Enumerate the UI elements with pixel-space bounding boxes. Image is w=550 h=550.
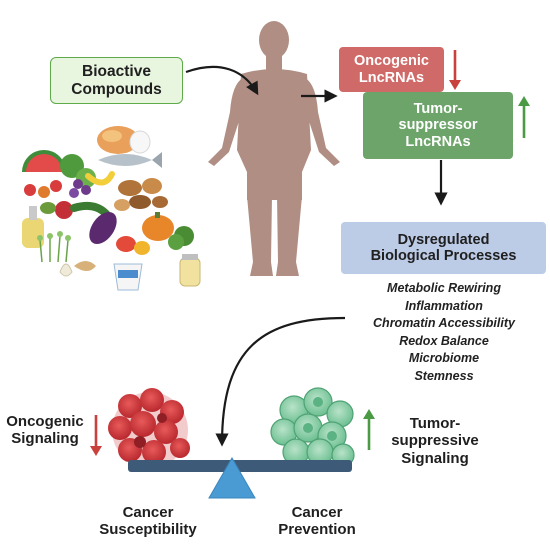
process-item: Redox Balance <box>399 333 489 348</box>
balance-beam <box>128 460 352 472</box>
oncogenic-lncrna-line2: LncRNAs <box>358 69 425 86</box>
human-figure-icon <box>208 21 340 276</box>
arrow-bioactive-to-human <box>185 65 259 96</box>
tumor-signaling-line3: Signaling <box>401 449 469 467</box>
tumor-lncrna-line3: LncRNAs <box>405 133 471 150</box>
oncogenic-lncrna-box: Oncogenic LncRNAs <box>339 47 444 92</box>
tumor-suppressive-signaling-label: Tumor- suppressive Signaling <box>380 415 490 467</box>
cancer-susceptibility-line1: Cancer <box>122 504 174 521</box>
cancer-susceptibility-line2: Susceptibility <box>99 521 197 539</box>
process-item: Chromatin Accessibility <box>373 316 515 330</box>
signaling-up-arrow-icon <box>363 409 375 450</box>
dysregulated-line1: Dysregulated <box>397 231 490 248</box>
oncogenic-lncrna-line1: Oncogenic <box>354 53 429 70</box>
up-arrow-icon <box>518 96 530 138</box>
tumor-signaling-line1: Tumor- <box>409 415 461 432</box>
process-list: Metabolic Rewiring Inflammation Chromati… <box>342 280 546 385</box>
food-collage-icon <box>22 126 201 291</box>
tumor-suppressor-lncrna-box: Tumor- suppressor LncRNAs <box>363 92 513 159</box>
signaling-down-arrow-icon <box>90 415 102 456</box>
tumor-cell-cluster-icon <box>108 388 190 468</box>
cancer-susceptibility-label: Cancer Susceptibility <box>88 504 208 539</box>
oncogenic-signaling-label: Oncogenic Signaling <box>0 413 90 448</box>
bioactive-line1: Bioactive <box>82 63 151 81</box>
fulcrum-icon <box>208 456 256 499</box>
tumor-signaling-line2: suppressive <box>391 432 479 450</box>
tumor-lncrna-line2: suppressor <box>398 117 478 134</box>
cancer-prevention-label: Cancer Prevention <box>262 504 372 539</box>
dysregulated-line2: Biological Processes <box>370 248 517 264</box>
healthy-cell-cluster-icon <box>270 387 355 467</box>
bioactive-compounds-box: Bioactive Compounds <box>50 57 183 104</box>
process-item: Stemness <box>414 368 474 383</box>
process-item: Metabolic Rewiring <box>387 281 501 295</box>
down-arrow-icon <box>449 50 461 90</box>
process-item: Inflammation <box>405 298 483 313</box>
arrow-processes-to-balance <box>215 316 346 447</box>
oncogenic-signaling-line1: Oncogenic <box>6 413 84 430</box>
tumor-lncrna-line1: Tumor- <box>413 101 463 118</box>
bioactive-line2: Compounds <box>71 80 162 98</box>
dysregulated-processes-box: Dysregulated Biological Processes <box>341 222 546 274</box>
oncogenic-signaling-line2: Signaling <box>11 430 79 448</box>
process-item: Microbiome <box>408 351 480 365</box>
cancer-prevention-line2: Prevention <box>278 521 356 539</box>
cancer-prevention-line1: Cancer <box>291 504 343 521</box>
